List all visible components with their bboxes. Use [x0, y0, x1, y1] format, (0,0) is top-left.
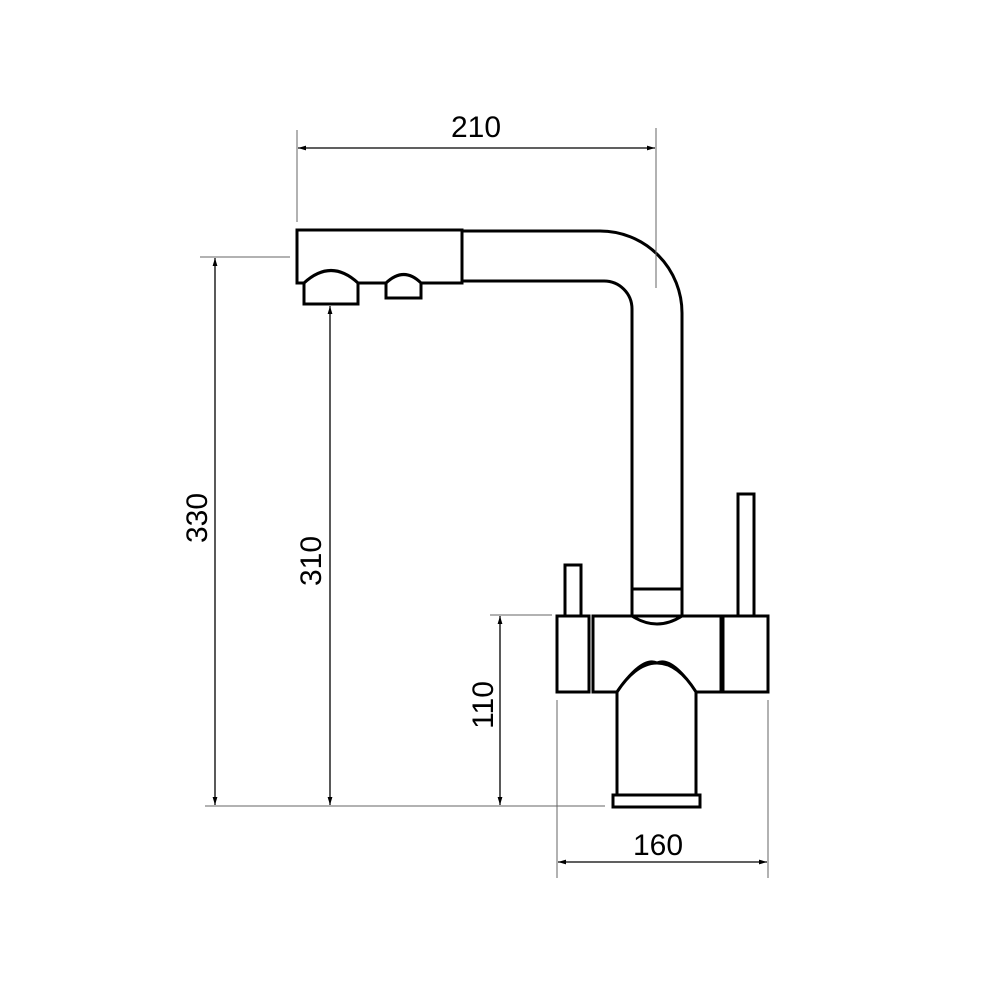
- dimension-label-210: 210: [451, 111, 501, 144]
- dimension-label-110: 110: [467, 681, 500, 729]
- dimension-label-160: 160: [633, 829, 683, 862]
- dimension-310: 310: [295, 306, 333, 805]
- left-lever: [563, 563, 583, 620]
- extension-lines: [200, 128, 769, 878]
- right-valve-block: [721, 614, 770, 694]
- dimension-330: 330: [181, 258, 218, 805]
- dimension-label-310: 310: [295, 536, 328, 586]
- base-column: [615, 661, 698, 797]
- base-plate: [611, 793, 702, 809]
- left-valve-block: [555, 614, 591, 694]
- spout-stem: [630, 587, 684, 618]
- right-lever: [736, 492, 756, 620]
- dimension-160: 160: [558, 829, 767, 865]
- faucet-outline: [295, 228, 770, 809]
- aerator-small: [384, 273, 423, 300]
- dimension-210: 210: [298, 111, 655, 151]
- dimension-label-330: 330: [181, 493, 214, 543]
- aerator-large: [302, 269, 360, 306]
- dimension-110: 110: [467, 616, 503, 805]
- spout-tube: [462, 229, 684, 590]
